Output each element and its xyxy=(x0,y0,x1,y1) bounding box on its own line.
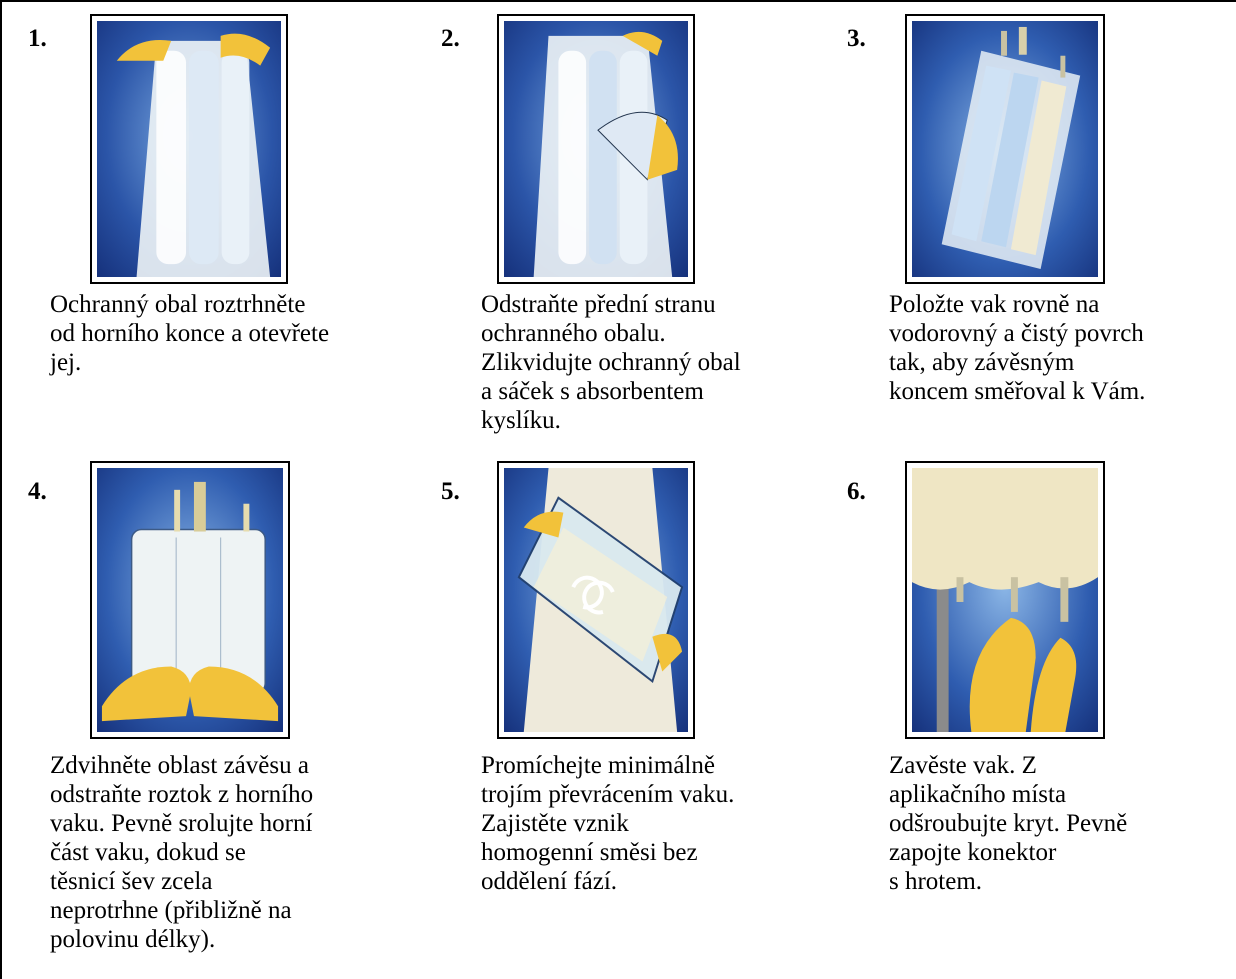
step-number: 6. xyxy=(847,479,866,504)
step-number: 1. xyxy=(28,26,47,51)
step-number: 2. xyxy=(441,26,460,51)
step-number: 5. xyxy=(441,479,460,504)
step-caption: Promíchejte minimálně trojím převrácením… xyxy=(481,751,821,896)
step-caption: Zdvihněte oblast závěsu a odstraňte rozt… xyxy=(50,751,410,954)
remove-wrapper-illustration xyxy=(497,14,695,284)
step-number: 4. xyxy=(28,479,47,504)
step-caption: Ochranný obal roztrhněte od horního konc… xyxy=(50,290,410,377)
step-caption: Odstraňte přední stranu ochranného obalu… xyxy=(481,290,821,435)
roll-bag-illustration xyxy=(90,461,290,739)
bag-flat-illustration xyxy=(905,14,1105,284)
tear-open-wrapper-illustration xyxy=(90,14,288,284)
mix-bag-illustration xyxy=(497,461,695,739)
step-caption: Položte vak rovně na vodorovný a čistý p… xyxy=(889,290,1229,406)
hang-bag-illustration xyxy=(905,461,1105,739)
step-caption: Zavěste vak. Z aplikačního místa odšroub… xyxy=(889,751,1229,896)
step-number: 3. xyxy=(847,26,866,51)
